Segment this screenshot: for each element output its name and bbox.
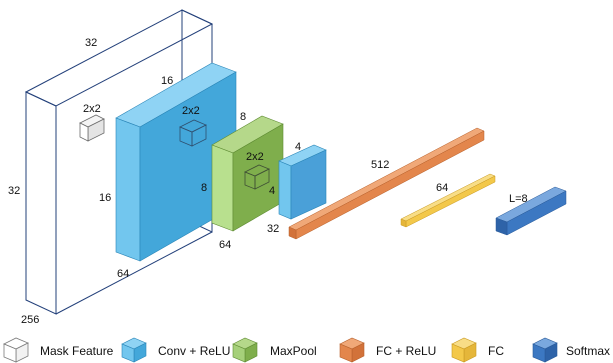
legend-maxpool-icon <box>232 337 258 363</box>
pool1-height-label: 8 <box>201 182 207 194</box>
legend-softmax-label: Softmax <box>566 344 610 358</box>
softmax-label: L=8 <box>509 193 528 205</box>
fc2-bar <box>400 173 496 228</box>
legend-fc-relu-label: FC + ReLU <box>376 344 436 358</box>
pool-kernel-cube <box>244 164 270 190</box>
input-width-label: 256 <box>21 314 39 326</box>
pool-kernel-label: 2x2 <box>246 151 264 163</box>
legend-mask-label: Mask Feature <box>40 344 114 358</box>
conv1-width-label: 64 <box>117 268 129 280</box>
legend: Mask Feature Conv + ReLU MaxPool FC + Re… <box>3 337 610 363</box>
conv-kernel-label: 2x2 <box>182 105 200 117</box>
fc2-units-label: 64 <box>436 182 448 194</box>
legend-fc-icon <box>451 337 477 363</box>
input-depth-label: 32 <box>85 37 97 49</box>
conv1-depth-label: 16 <box>161 75 173 87</box>
conv2-depth-label: 4 <box>295 141 301 153</box>
mask-kernel-label: 2x2 <box>83 103 101 115</box>
legend-maxpool-label: MaxPool <box>270 344 317 358</box>
conv1-height-label: 16 <box>99 192 111 204</box>
conv-kernel-cube <box>179 119 207 147</box>
conv2-width-label: 32 <box>267 223 279 235</box>
fc1-bar <box>288 127 485 240</box>
conv1-front <box>115 117 141 262</box>
fc1-units-label: 512 <box>371 159 389 171</box>
conv2-side <box>290 149 327 220</box>
legend-fc-label: FC <box>488 344 504 358</box>
legend-softmax-icon <box>532 337 558 363</box>
legend-conv-icon <box>121 337 147 363</box>
pool1-block <box>211 115 284 232</box>
input-volume-left <box>25 91 57 315</box>
fc2-end <box>400 218 407 228</box>
input-height-label: 32 <box>8 185 20 197</box>
fc1-end <box>288 226 297 240</box>
mask-kernel-cube <box>79 114 105 142</box>
legend-mask-icon <box>3 337 29 363</box>
softmax-end <box>495 217 508 236</box>
legend-conv-label: Conv + ReLU <box>158 344 230 358</box>
legend-fc-relu-icon <box>339 337 365 363</box>
pool1-front <box>211 144 234 232</box>
conv2-block <box>278 144 327 220</box>
fc2-side <box>405 175 496 228</box>
input-volume-bottom-edge <box>55 231 213 315</box>
conv2-height-label: 4 <box>269 185 275 197</box>
pool1-width-label: 64 <box>219 239 231 251</box>
softmax-block <box>495 186 567 236</box>
conv2-front <box>278 160 292 220</box>
pool1-depth-label: 8 <box>240 111 246 123</box>
